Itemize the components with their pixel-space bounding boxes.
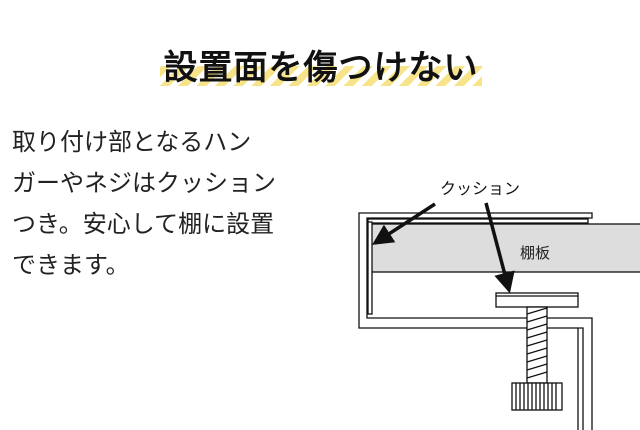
description-line: できます。: [12, 251, 130, 279]
description: 取り付け部となるハン ガーやネジはクッション つき。安心して棚に設置 できます。: [12, 122, 312, 286]
description-line: つき。安心して棚に設置: [12, 210, 275, 238]
description-line: 取り付け部となるハン: [12, 128, 252, 156]
screw-knob: [511, 382, 563, 411]
title-highlight-stripe: [160, 66, 482, 86]
arrow-pad-cushion: [484, 202, 515, 294]
cushion-label: クッション: [440, 179, 520, 198]
clamp-bracket: [358, 212, 593, 430]
cushion-pad: [495, 292, 579, 308]
screw-shaft: [526, 306, 548, 384]
shelf-label: 棚板: [520, 244, 550, 262]
top-cushion: [367, 218, 589, 224]
shelf-board: [369, 223, 640, 273]
title-block: 設置面を傷つけない: [160, 40, 482, 88]
side-cushion: [367, 221, 373, 315]
page-title: 設置面を傷つけない: [163, 48, 479, 88]
description-line: ガーやネジはクッション: [12, 169, 276, 197]
arrow-side-cushion: [372, 202, 436, 245]
